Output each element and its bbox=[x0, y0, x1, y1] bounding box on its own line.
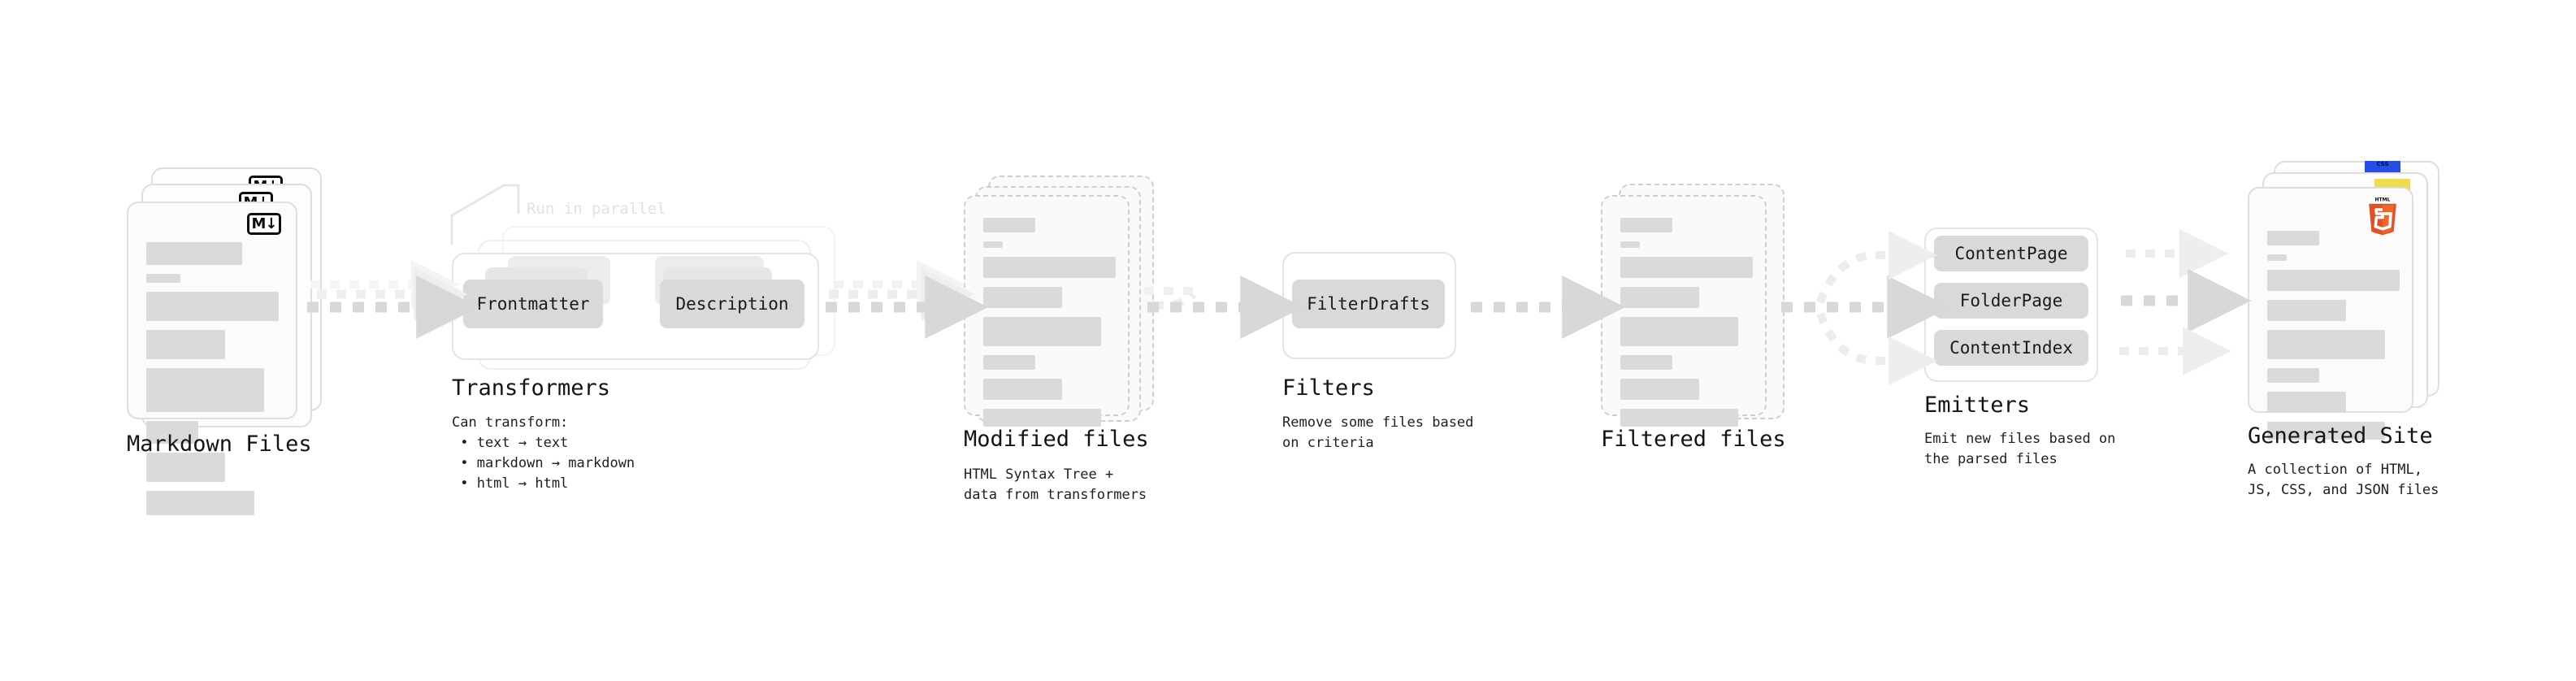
filter-node-filterdrafts[interactable]: FilterDrafts bbox=[1292, 280, 1445, 328]
run-in-parallel-annotation: Run in parallel bbox=[527, 200, 666, 218]
markdown-icon: M↓ bbox=[247, 213, 281, 235]
modified-files-title: Modified files bbox=[964, 427, 1149, 452]
modified-file-card-front bbox=[964, 195, 1130, 427]
emitters-subtitle: Emit new files based on the parsed files bbox=[1924, 431, 2116, 467]
emitter-node-folderpage[interactable]: FolderPage bbox=[1934, 283, 2088, 319]
css-icon: CSS bbox=[2365, 161, 2400, 172]
emitter-node-contentindex[interactable]: ContentIndex bbox=[1934, 330, 2088, 366]
html5-icon: HTML bbox=[2369, 197, 2396, 236]
generated-site-subtitle: A collection of HTML, JS, CSS, and JSON … bbox=[2248, 462, 2439, 498]
filters-subtitle: Remove some files based on criteria bbox=[1282, 414, 1474, 451]
svg-text:HTML: HTML bbox=[2375, 197, 2391, 203]
arrow-modified-to-filters bbox=[1144, 275, 1304, 339]
filtered-skeleton-lines bbox=[1620, 218, 1753, 436]
transformer-node-description[interactable]: Description bbox=[660, 280, 804, 328]
arrow-transformers-to-modified bbox=[826, 260, 989, 339]
filtered-file-card-front bbox=[1601, 195, 1767, 427]
markdown-file-card-front: M↓ bbox=[127, 202, 297, 515]
arrow-filtered-to-emitters bbox=[1781, 231, 1951, 385]
markdown-skeleton-lines bbox=[146, 242, 279, 524]
modified-skeleton-lines bbox=[983, 218, 1116, 436]
emitter-node-contentpage[interactable]: ContentPage bbox=[1934, 236, 2088, 271]
transformers-subtitle: Can transform: • text → text • markdown … bbox=[452, 414, 635, 492]
arrow-markdown-to-transformers bbox=[307, 260, 480, 339]
markdown-files-title: Markdown Files bbox=[127, 432, 312, 457]
modified-files-subtitle: HTML Syntax Tree + data from transformer… bbox=[964, 466, 1147, 503]
site-skeleton-lines bbox=[2267, 231, 2400, 449]
filters-title: Filters bbox=[1282, 375, 1375, 401]
site-file-card-front: HTML bbox=[2248, 187, 2413, 440]
generated-site-title: Generated Site bbox=[2248, 423, 2433, 449]
emitters-title: Emitters bbox=[1924, 393, 2031, 418]
arrow-emitters-to-site bbox=[2119, 229, 2252, 375]
transformers-title: Transformers bbox=[452, 375, 611, 401]
transformer-node-frontmatter[interactable]: Frontmatter bbox=[463, 280, 603, 328]
filtered-files-title: Filtered files bbox=[1601, 427, 1786, 452]
